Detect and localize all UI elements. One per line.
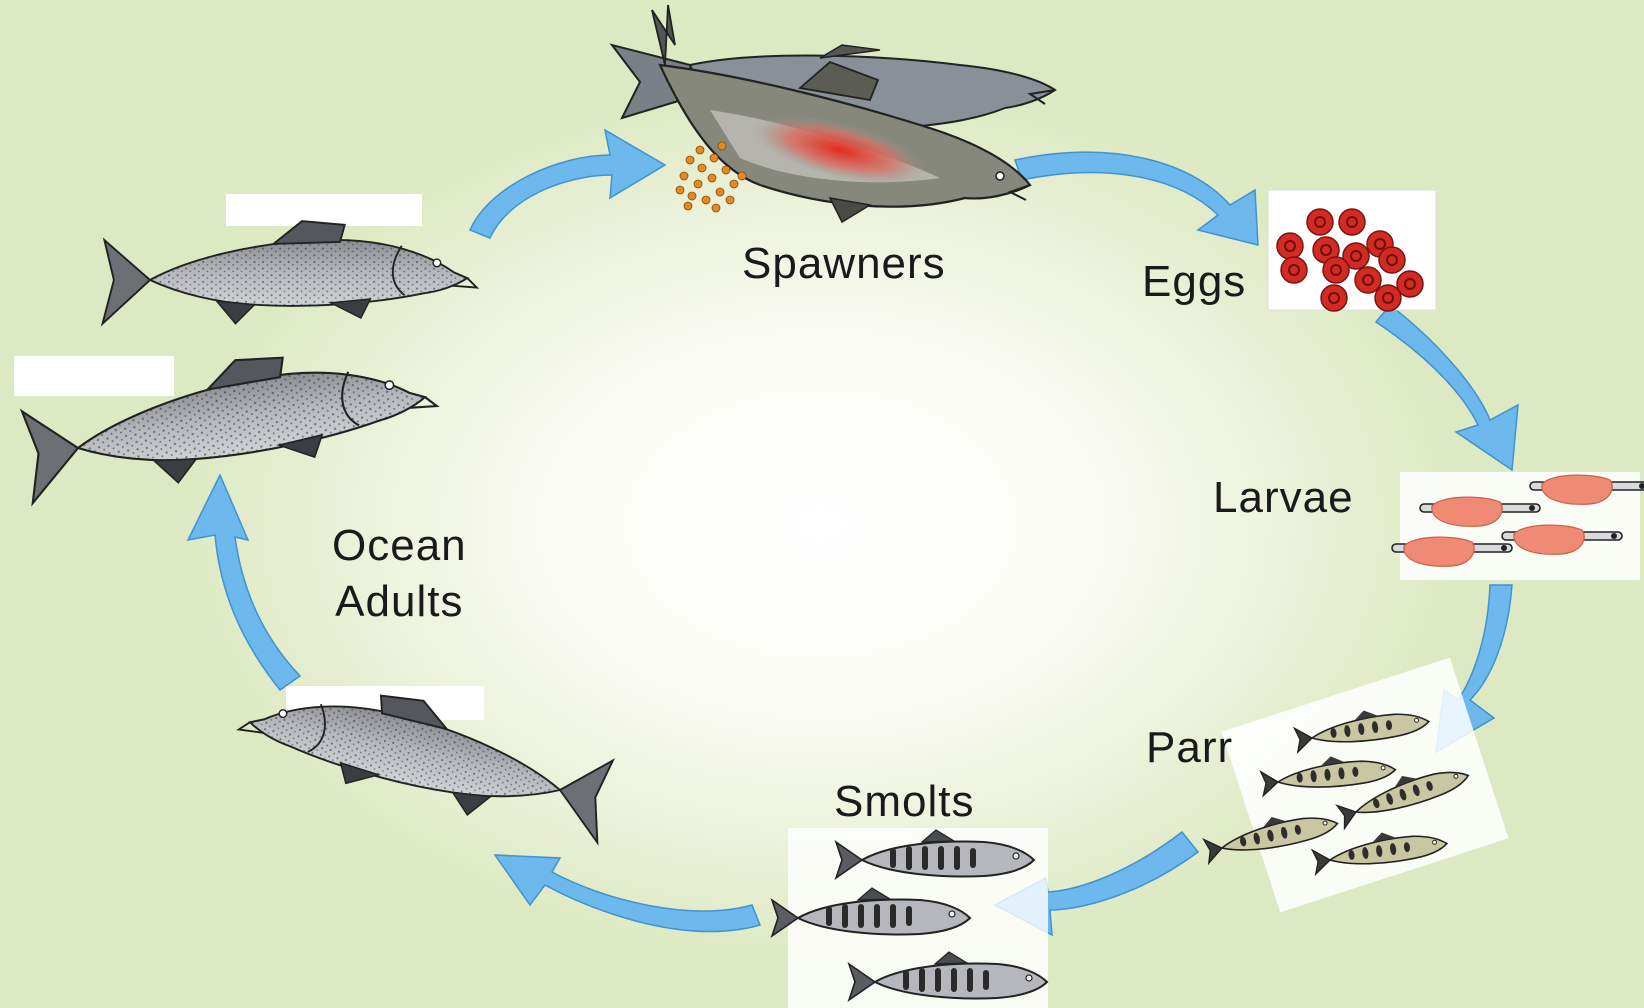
- stage-label-eggs: Eggs: [1142, 254, 1246, 310]
- arrow-ocean-to-adults: [188, 475, 300, 690]
- smolts-illustration: [772, 828, 1048, 1008]
- stage-label-ocean-adults: Ocean Adults: [332, 518, 467, 630]
- ocean-adults-illustration: [14, 194, 619, 843]
- eggs-illustration: [1268, 190, 1436, 311]
- larvae-illustration: [1392, 472, 1644, 580]
- arrow-eggs-to-larvae: [1376, 305, 1518, 470]
- stage-label-parr: Parr: [1146, 720, 1233, 776]
- arrow-smolts-to-ocean: [495, 855, 760, 931]
- ocean-adult-fish-1: [103, 221, 477, 324]
- spawners-illustration: [612, 5, 1055, 222]
- arrow-spawners-to-eggs: [1015, 152, 1258, 245]
- stage-label-ocean-adults-line-1: Ocean: [332, 518, 467, 574]
- stage-label-larvae: Larvae: [1213, 470, 1354, 526]
- stage-label-smolts: Smolts: [834, 774, 974, 830]
- stage-label-spawners: Spawners: [742, 236, 946, 292]
- stage-label-ocean-adults-line-2: Adults: [332, 574, 467, 630]
- arrow-adults-to-spawners: [470, 130, 665, 238]
